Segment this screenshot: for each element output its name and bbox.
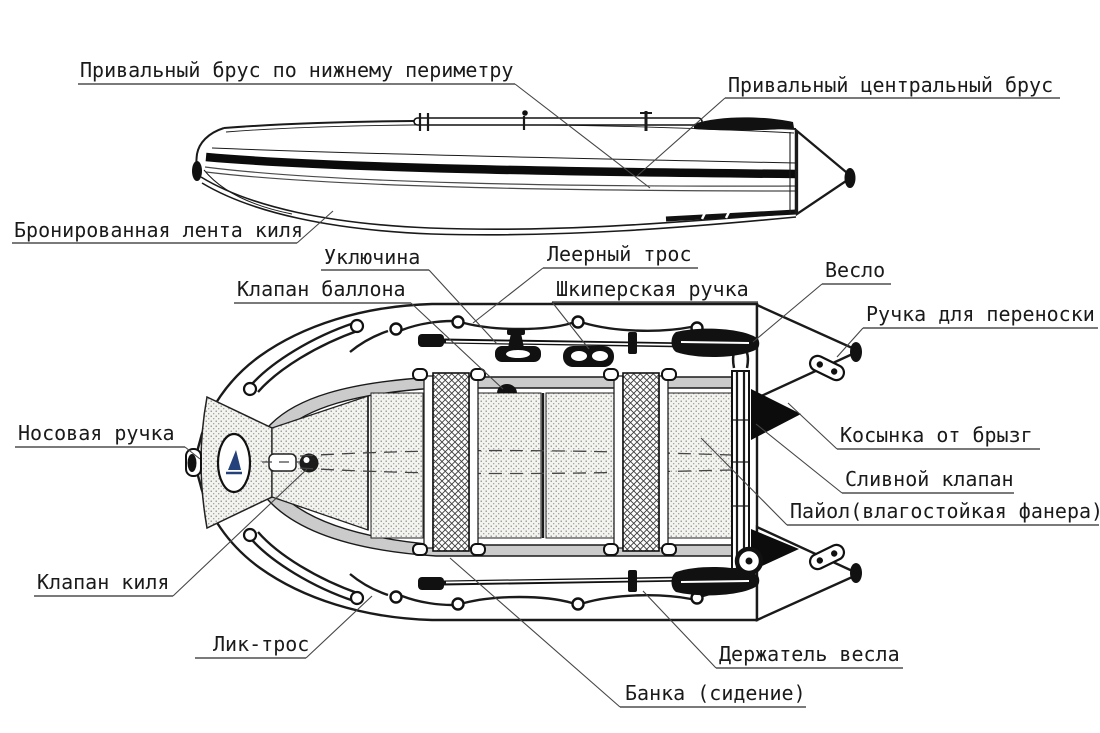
- label-underlines: [12, 83, 1099, 708]
- grab-rope-top: [349, 315, 735, 353]
- side-bottom-line-1: [200, 176, 797, 231]
- label-oar-holder: Держатель весла: [719, 642, 900, 666]
- central-rub-strake-stripe: [205, 152, 797, 179]
- tube-strap-top-left: [242, 318, 365, 397]
- side-hull-silhouette: [199, 120, 797, 233]
- boat-top-view: [185, 302, 862, 622]
- keel-guard-strip: [665, 209, 797, 222]
- leader-lines: [172, 83, 864, 708]
- floor-panel-2: [477, 392, 542, 539]
- side-keel-line: [201, 182, 797, 236]
- oar-strap-1: [418, 113, 430, 131]
- keel-valve-highlight: [303, 457, 310, 463]
- grab-rope-bottom: [349, 573, 735, 611]
- label-oar: Весло: [825, 258, 885, 282]
- side-bow-chine: [203, 169, 293, 215]
- label-skipper-handle: Шкиперская ручка: [556, 277, 749, 301]
- stowed-oar-shaft: [413, 117, 703, 126]
- label-splash-gusset: Косынка от брызг: [840, 423, 1033, 447]
- seat-bench-1: [412, 368, 486, 556]
- transom-board: [731, 345, 750, 570]
- sailboat-logo-icon: [226, 450, 242, 475]
- oar-strap-knob: [522, 110, 528, 116]
- bow-handle-knob: [187, 454, 197, 472]
- oar-bottom: [418, 566, 760, 596]
- floor-panel-4: [667, 392, 733, 539]
- side-stern-cone: [795, 128, 854, 217]
- keel-guard-notch-2: [724, 209, 732, 219]
- side-tube-line: [211, 147, 797, 164]
- floor-panel-3: [545, 392, 615, 539]
- label-rub-strake-central: Привальный центральный брус: [728, 73, 1053, 97]
- floor-panel-1: [370, 392, 424, 539]
- tube-strap-bottom-left: [242, 527, 365, 606]
- label-grab-rope: Леерный трос: [547, 242, 692, 266]
- skipper-handle: [563, 346, 614, 367]
- label-carry-handle: Ручка для переноски: [866, 302, 1095, 326]
- boat-side-view: [192, 110, 856, 236]
- label-keel-band: Бронированная лента киля: [14, 218, 303, 242]
- keel-centerline-dash-1: [299, 449, 733, 457]
- splash-gusset-top: [751, 389, 801, 440]
- stern-cone-top: [755, 303, 862, 400]
- label-floorboard: Пайол(влагостойкая фанера): [790, 499, 1100, 523]
- label-rowlock: Уключина: [324, 245, 420, 269]
- label-tube-valve: Клапан баллона: [237, 277, 406, 301]
- label-rub-strake-lower: Привальный брус по нижнему периметру: [80, 58, 513, 82]
- seat-bench-2: [603, 368, 677, 556]
- lower-strake-line-1: [204, 166, 797, 187]
- label-bow-handle: Носовая ручка: [18, 421, 175, 445]
- side-cone-tip-cap: [844, 168, 856, 188]
- drain-valve-center: [745, 557, 753, 565]
- part-labels: Привальный брус по нижнему периметру При…: [14, 58, 1100, 705]
- stowed-oar-blade: [694, 117, 794, 131]
- label-luff-rope: Лик-трос: [213, 632, 309, 656]
- cone-tip-cap-top: [850, 342, 862, 362]
- cone-tip-cap-bottom: [850, 563, 862, 583]
- lower-strake-line-2: [205, 171, 797, 192]
- bow-eye-knob: [192, 161, 202, 181]
- label-seat: Банка (сидение): [625, 681, 806, 705]
- oar-top: [418, 328, 760, 358]
- rowlock: [495, 329, 541, 362]
- carry-handle-bottom-cone: [808, 543, 846, 571]
- keel-guard-notch-1: [700, 210, 708, 220]
- keel-centerline-dash-2: [299, 467, 733, 475]
- tube-air-valve: [497, 384, 517, 393]
- label-keel-valve: Клапан киля: [37, 570, 169, 594]
- label-drain-valve: Сливной клапан: [845, 467, 1014, 491]
- carry-handle-top-cone: [808, 354, 846, 382]
